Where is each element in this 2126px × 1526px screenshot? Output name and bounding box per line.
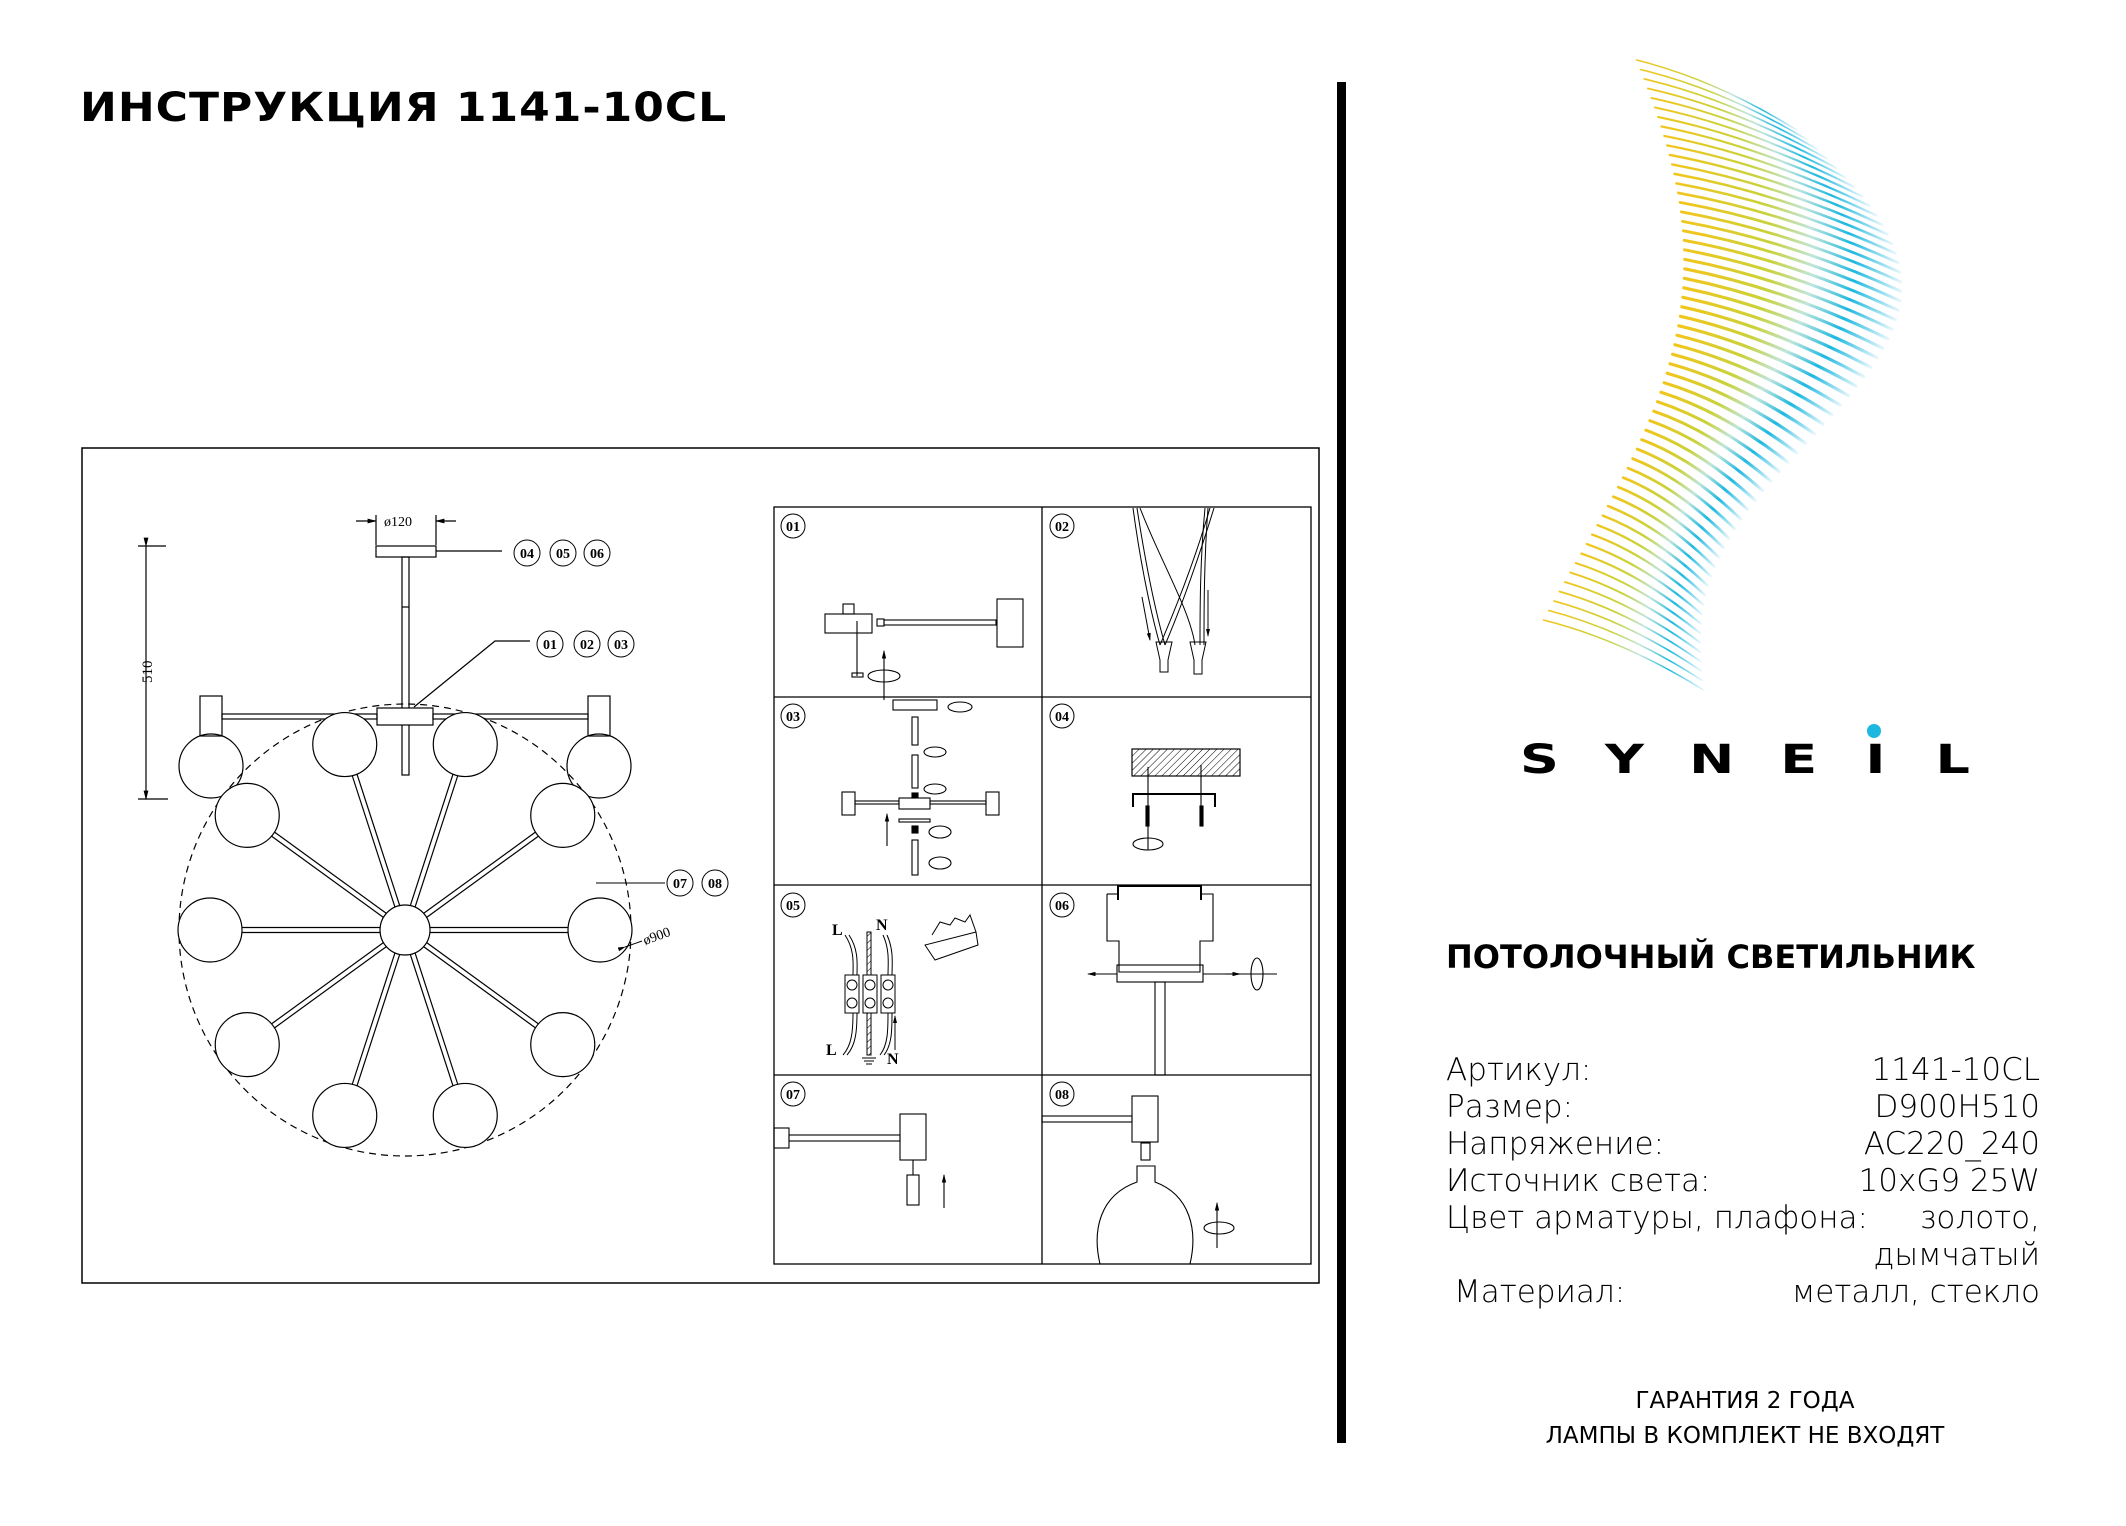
svg-text:03: 03 bbox=[614, 638, 628, 653]
svg-text:02: 02 bbox=[580, 638, 594, 653]
footer-notes: ГАРАНТИЯ 2 ГОДА ЛАМПЫ В КОМПЛЕКТ НЕ ВХОД… bbox=[1500, 1384, 1990, 1454]
svg-text:N: N bbox=[876, 917, 888, 934]
warranty-note: ГАРАНТИЯ 2 ГОДА bbox=[1635, 1388, 1855, 1414]
spec-row-size: Размер: D900H510 bbox=[1446, 1089, 2040, 1126]
spec-value: 10xG9 25W bbox=[1858, 1163, 2041, 1199]
spec-label: Артикул: bbox=[1446, 1052, 1592, 1088]
top-view bbox=[177, 703, 633, 1157]
callouts-hub: 01 02 03 bbox=[536, 630, 635, 658]
spec-row-color: Цвет арматуры, плафона: золото, bbox=[1446, 1200, 2040, 1237]
spec-row-article: Артикул: 1141-10CL bbox=[1446, 1052, 2040, 1089]
wordmark-letter: E bbox=[1780, 737, 1817, 783]
svg-text:06: 06 bbox=[590, 547, 604, 562]
wordmark-letter: N bbox=[1689, 737, 1735, 783]
spec-label: Цвет арматуры, плафона: bbox=[1446, 1200, 1868, 1236]
wiring-labels: L N L N bbox=[826, 917, 899, 1068]
diameter-label: ø900 bbox=[641, 925, 672, 949]
drawing-frame bbox=[81, 447, 1320, 1284]
spec-value: AC220_240 bbox=[1863, 1126, 2040, 1162]
step-06-illustration bbox=[1086, 885, 1277, 1076]
wordmark-letter: L bbox=[1935, 737, 1970, 783]
svg-text:N: N bbox=[887, 1051, 899, 1068]
steps-grid bbox=[773, 506, 1312, 1265]
spec-row-light-source: Источник света: 10xG9 25W bbox=[1446, 1163, 2040, 1200]
spec-table: Артикул: 1141-10CL Размер: D900H510 Напр… bbox=[1446, 1052, 2040, 1311]
step-02-illustration bbox=[1132, 507, 1215, 675]
step-03-illustration bbox=[841, 699, 1000, 876]
wordmark-letter: S bbox=[1519, 737, 1559, 783]
spec-label: Напряжение: bbox=[1446, 1126, 1665, 1162]
svg-text:08: 08 bbox=[1055, 1088, 1069, 1103]
spec-label: Размер: bbox=[1446, 1089, 1574, 1125]
svg-text:07: 07 bbox=[786, 1088, 800, 1103]
vertical-divider bbox=[1337, 82, 1346, 1443]
svg-text:04: 04 bbox=[520, 547, 534, 562]
svg-text:07: 07 bbox=[673, 877, 687, 892]
spec-label: Материал: bbox=[1454, 1274, 1626, 1310]
step-08-illustration bbox=[1041, 1095, 1235, 1265]
side-view bbox=[138, 515, 632, 801]
document-title: ИНСТРУКЦИЯ 1141-10CL bbox=[80, 84, 728, 131]
step-04-illustration bbox=[1131, 748, 1241, 851]
svg-text:02: 02 bbox=[1055, 520, 1069, 535]
step-07-illustration bbox=[773, 1113, 947, 1208]
svg-text:L: L bbox=[826, 1042, 837, 1059]
svg-text:01: 01 bbox=[543, 638, 557, 653]
spec-value: золото, bbox=[1919, 1200, 2040, 1236]
spec-value: металл, стекло bbox=[1791, 1274, 2040, 1310]
svg-text:05: 05 bbox=[786, 899, 800, 914]
svg-text:06: 06 bbox=[1055, 899, 1069, 914]
spec-row-material: Материал: металл, стекло bbox=[1446, 1274, 2040, 1311]
svg-text:L: L bbox=[832, 922, 843, 939]
callouts-canopy: 04 05 06 bbox=[513, 539, 611, 567]
spec-value: D900H510 bbox=[1874, 1089, 2040, 1125]
canopy-diameter-label: ø120 bbox=[384, 515, 412, 530]
product-type-heading: ПОТОЛОЧНЫЙ СВЕТИЛЬНИК bbox=[1446, 938, 1976, 976]
step-05-illustration bbox=[842, 913, 979, 1065]
brand-wordmark: S Y N E I L bbox=[1520, 737, 1970, 783]
svg-text:01: 01 bbox=[786, 520, 800, 535]
wordmark-letter: Y bbox=[1604, 737, 1645, 783]
svg-text:04: 04 bbox=[1055, 710, 1069, 725]
wordmark-letter: I bbox=[1865, 737, 1886, 783]
svg-text:03: 03 bbox=[786, 710, 800, 725]
brand-wave-logo-icon bbox=[1542, 59, 1903, 691]
svg-text:08: 08 bbox=[708, 877, 722, 892]
svg-text:05: 05 bbox=[556, 547, 570, 562]
spec-value: 1141-10CL bbox=[1871, 1052, 2040, 1088]
height-dimension-label: 510 bbox=[140, 661, 156, 684]
step-numbers: 01 02 03 04 05 06 07 08 bbox=[780, 513, 1075, 1107]
callouts-bulb: 07 08 bbox=[596, 869, 729, 897]
step-01-illustration bbox=[824, 598, 1024, 700]
spec-row-voltage: Напряжение: AC220_240 bbox=[1446, 1126, 2040, 1163]
spec-value-continuation: дымчатый bbox=[1873, 1237, 2040, 1273]
brand-dot-icon bbox=[1867, 724, 1881, 738]
spec-label: Источник света: bbox=[1446, 1163, 1711, 1199]
lamps-not-included-note: ЛАМПЫ В КОМПЛЕКТ НЕ ВХОДЯТ bbox=[1545, 1423, 1945, 1449]
